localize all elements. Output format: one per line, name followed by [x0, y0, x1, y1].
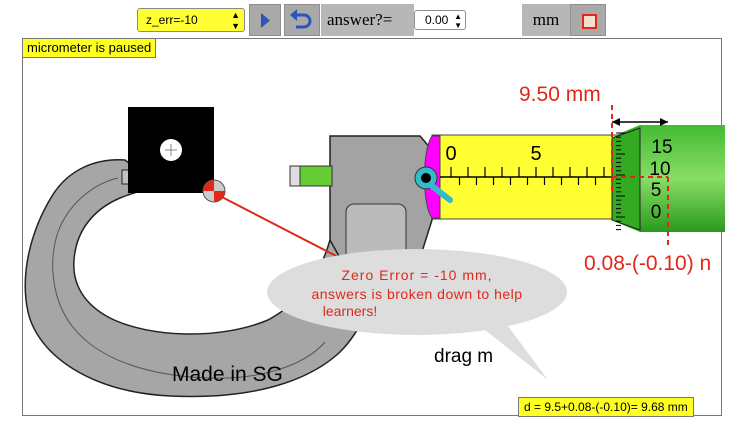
result-formula-label: d = 9.5+0.08-(-0.10)= 9.68 mm	[518, 397, 694, 417]
main-scale-label-0: 0	[445, 143, 456, 165]
micrometer-body	[289, 135, 433, 265]
thimble-label-5: 5	[651, 180, 662, 201]
stop-button[interactable]	[570, 4, 606, 36]
play-button[interactable]	[249, 4, 281, 36]
answer-input[interactable]: 0.00 ▲▼	[414, 10, 466, 30]
reset-button[interactable]	[284, 4, 320, 36]
undo-icon	[290, 9, 312, 29]
thimble-scale-ticks	[616, 132, 625, 231]
callout-line-1: Zero Error = -10 mm,	[341, 267, 492, 283]
play-icon	[261, 13, 270, 28]
main-scale-reading: 9.50 mm	[519, 83, 601, 106]
drag-target-icon[interactable]	[202, 179, 226, 203]
spinner-icon: ▲▼	[454, 12, 462, 30]
zero-error-select-value: z_err=-10	[146, 13, 198, 27]
main-scale: 0 5	[424, 134, 623, 220]
answer-label: answer?=	[321, 4, 414, 36]
reading-annotations: 9.50 mm 0.08-(-0.10) n	[519, 83, 711, 275]
thimble-reading: 0.08-(-0.10) n	[584, 252, 711, 275]
main-scale-ticks	[450, 167, 614, 185]
unit-label: mm	[522, 4, 570, 36]
paused-status-label: micrometer is paused	[22, 38, 157, 58]
chevron-updown-icon: ▲▼	[231, 10, 240, 31]
callout-line-2: answers is broken down to help	[311, 286, 522, 302]
thimble-label-0: 0	[651, 202, 662, 223]
lock-knob[interactable]	[414, 166, 453, 203]
thimble-label-10: 10	[649, 159, 670, 180]
frame-brand-text: Made in SG	[172, 363, 283, 386]
zero-error-callout: Zero Error = -10 mm, answers is broken d…	[267, 249, 567, 380]
callout-line-3: learners!	[323, 303, 377, 319]
drag-hint-text: drag m	[434, 346, 493, 367]
thimble[interactable]: 15 10 5 0	[611, 125, 725, 232]
thimble-label-15: 15	[651, 137, 672, 158]
test-object[interactable]	[128, 107, 214, 193]
toolbar: z_err=-10 ▲▼ answer?= 0.00 ▲▼ mm	[0, 0, 750, 38]
answer-input-value: 0.00	[425, 13, 449, 27]
stop-square-icon	[582, 14, 597, 29]
zero-error-select[interactable]: z_err=-10 ▲▼	[137, 8, 245, 32]
main-scale-label-5: 5	[530, 143, 541, 165]
